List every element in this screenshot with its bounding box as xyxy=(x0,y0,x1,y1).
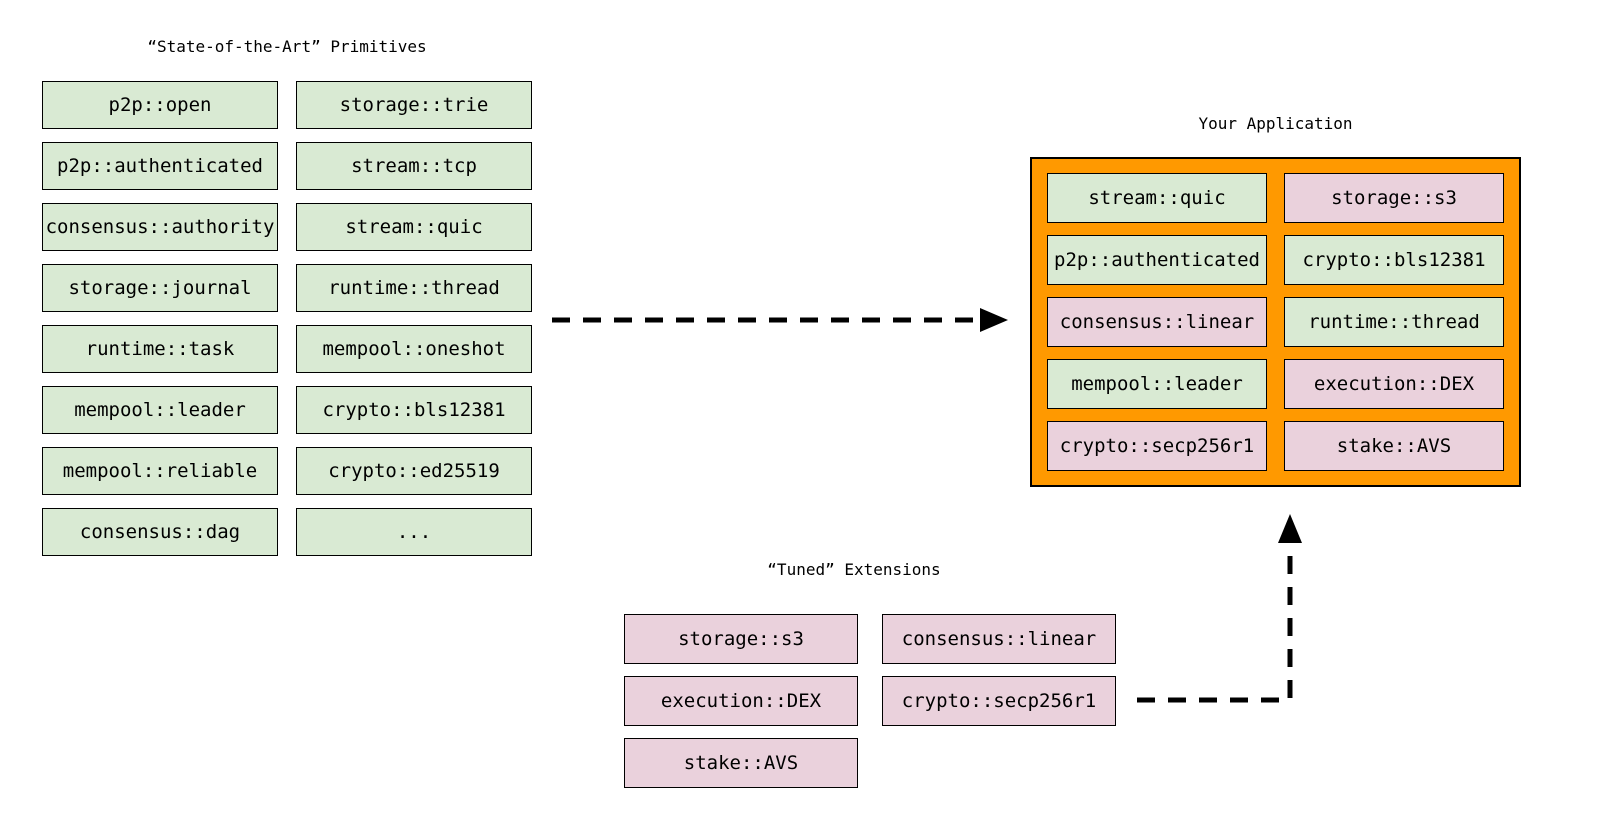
extension-box: storage::s3 xyxy=(624,614,858,664)
primitive-box: consensus::authority xyxy=(42,203,278,251)
primitive-box: crypto::ed25519 xyxy=(296,447,532,495)
application-box: runtime::thread xyxy=(1284,297,1504,347)
application-container: stream::quic p2p::authenticated consensu… xyxy=(1030,157,1521,487)
extension-box: consensus::linear xyxy=(882,614,1116,664)
primitive-box: mempool::reliable xyxy=(42,447,278,495)
primitive-box: storage::trie xyxy=(296,81,532,129)
application-box: execution::DEX xyxy=(1284,359,1504,409)
primitives-column-2: storage::trie stream::tcp stream::quic r… xyxy=(296,81,532,556)
primitives-to-application-arrow xyxy=(552,308,1008,332)
primitive-box: stream::tcp xyxy=(296,142,532,190)
extensions-column-2: consensus::linear crypto::secp256r1 xyxy=(882,614,1116,726)
application-box: storage::s3 xyxy=(1284,173,1504,223)
extensions-title: “Tuned” Extensions xyxy=(767,560,941,579)
arrowhead-up-icon xyxy=(1278,514,1302,543)
application-box: crypto::secp256r1 xyxy=(1047,421,1267,471)
primitives-title: “State-of-the-Art” Primitives xyxy=(147,37,427,56)
primitive-box: p2p::authenticated xyxy=(42,142,278,190)
arrowhead-right-icon xyxy=(980,308,1008,332)
primitive-box: crypto::bls12381 xyxy=(296,386,532,434)
primitives-column-1: p2p::open p2p::authenticated consensus::… xyxy=(42,81,278,556)
application-box: stake::AVS xyxy=(1284,421,1504,471)
primitive-box: storage::journal xyxy=(42,264,278,312)
primitive-box: p2p::open xyxy=(42,81,278,129)
application-box: crypto::bls12381 xyxy=(1284,235,1504,285)
primitive-box: stream::quic xyxy=(296,203,532,251)
application-title: Your Application xyxy=(1198,114,1353,133)
application-box: mempool::leader xyxy=(1047,359,1267,409)
application-column-1: stream::quic p2p::authenticated consensu… xyxy=(1047,173,1267,471)
primitive-box: runtime::thread xyxy=(296,264,532,312)
extension-box: execution::DEX xyxy=(624,676,858,726)
extensions-to-application-arrow xyxy=(1137,514,1302,703)
primitive-box: consensus::dag xyxy=(42,508,278,556)
application-box: p2p::authenticated xyxy=(1047,235,1267,285)
primitive-box: mempool::leader xyxy=(42,386,278,434)
extension-box: crypto::secp256r1 xyxy=(882,676,1116,726)
application-box: stream::quic xyxy=(1047,173,1267,223)
application-box: consensus::linear xyxy=(1047,297,1267,347)
extensions-column-1: storage::s3 execution::DEX stake::AVS xyxy=(624,614,858,788)
primitive-box-ellipsis: ... xyxy=(296,508,532,556)
primitive-box: mempool::oneshot xyxy=(296,325,532,373)
extension-box: stake::AVS xyxy=(624,738,858,788)
application-column-2: storage::s3 crypto::bls12381 runtime::th… xyxy=(1284,173,1504,471)
primitive-box: runtime::task xyxy=(42,325,278,373)
